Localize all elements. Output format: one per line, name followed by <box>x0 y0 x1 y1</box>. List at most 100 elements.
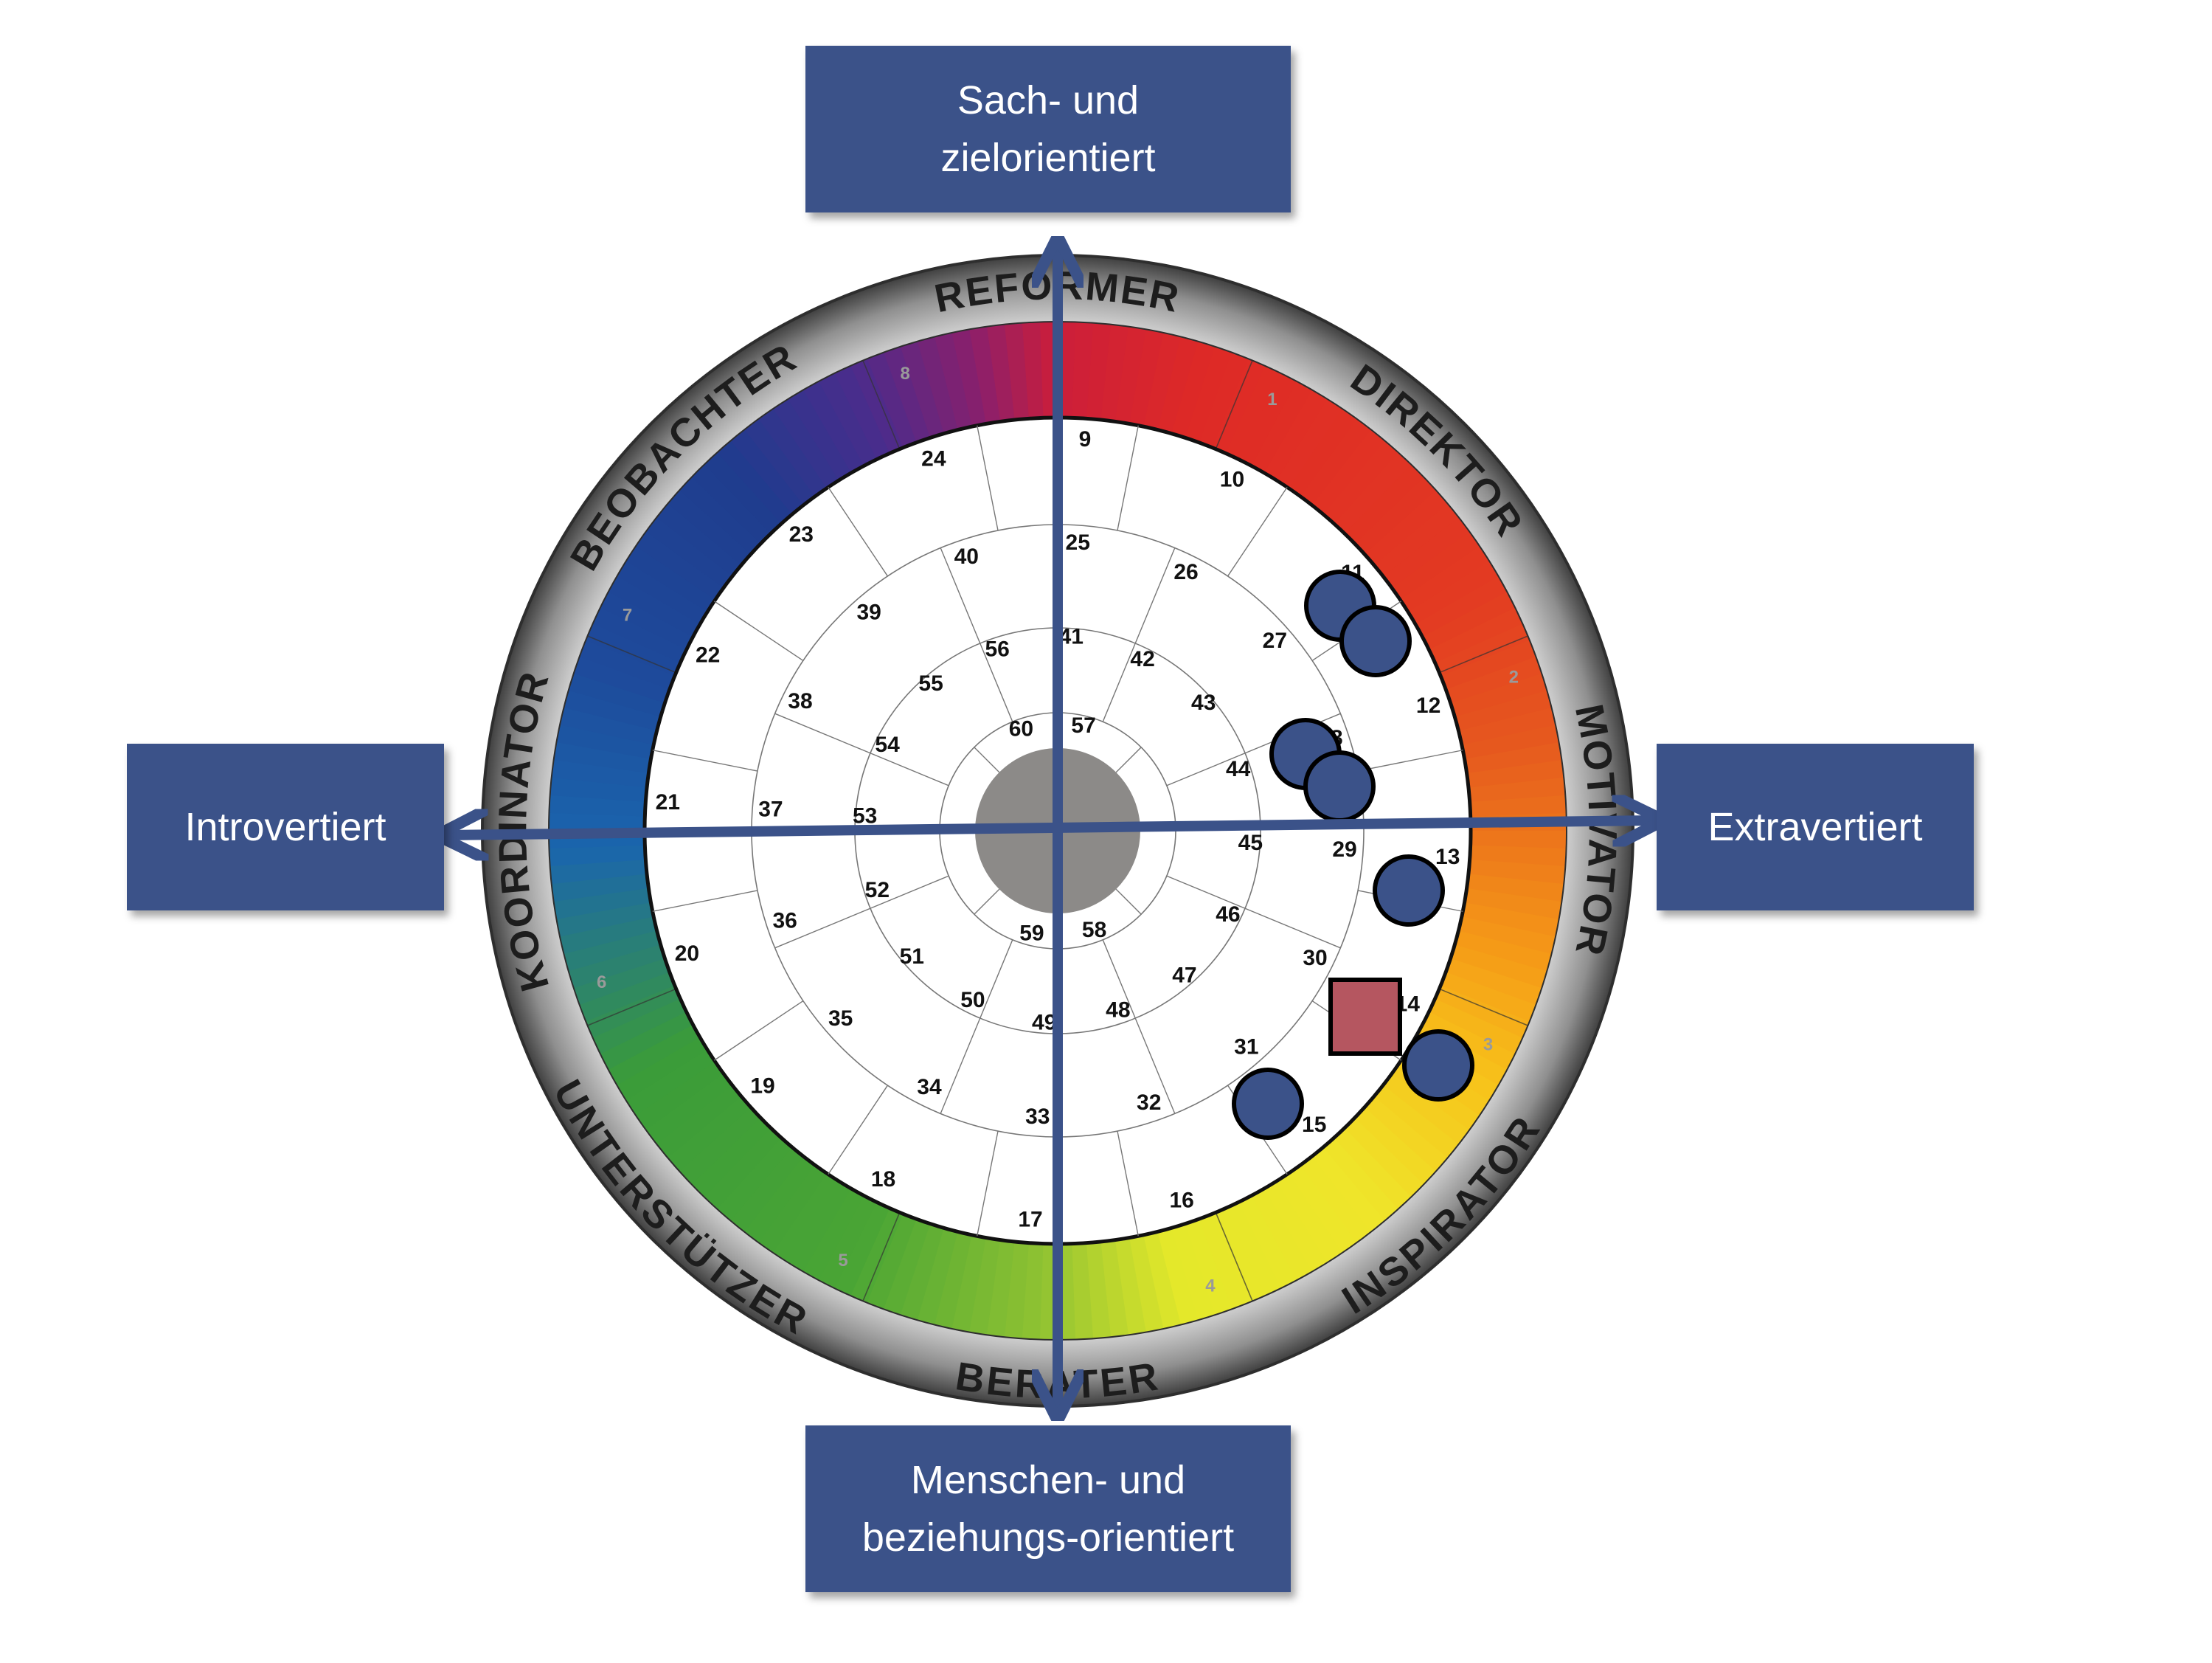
sector-divider <box>1215 360 1253 449</box>
color-ring-segment <box>788 388 854 481</box>
cell-number-ring1: 21 <box>656 790 680 815</box>
color-ring-segment <box>755 1163 827 1254</box>
cell-number-ring3: 43 <box>1191 691 1216 715</box>
color-ring-segment <box>1225 365 1284 461</box>
grid-spoke <box>1357 750 1463 772</box>
grid-spoke <box>828 486 889 577</box>
color-ring-segment <box>1086 322 1114 421</box>
sector-number: 5 <box>838 1251 847 1270</box>
color-ring-segment <box>579 637 676 690</box>
color-ring-segment <box>727 1145 804 1232</box>
result-square-marker <box>1328 978 1402 1056</box>
color-ring-segment <box>1249 1188 1312 1282</box>
cell-number-ring1: 17 <box>1018 1208 1042 1232</box>
color-ring-segment <box>1354 477 1438 557</box>
color-ring-segment <box>586 620 682 677</box>
color-ring-segment <box>1373 503 1461 579</box>
cell-number-ring2: 27 <box>1263 629 1287 653</box>
cell-number-ring2: 36 <box>772 909 797 933</box>
cell-number-ring2: 37 <box>758 798 783 822</box>
color-ring-segment <box>1450 673 1548 720</box>
cell-number-ring2: 32 <box>1137 1090 1161 1115</box>
color-ring-segment <box>1289 408 1360 499</box>
grid-spoke <box>974 747 1000 773</box>
grid-spoke <box>1115 888 1142 915</box>
color-ring-segment <box>917 336 961 434</box>
color-ring-segment <box>1251 381 1316 474</box>
color-ring-segment <box>555 899 654 937</box>
color-ring-segment <box>1212 359 1269 455</box>
color-ring-segment <box>800 1187 864 1281</box>
sector-number: 2 <box>1509 667 1519 687</box>
color-ring-segment <box>592 604 688 663</box>
result-circle-marker <box>1232 1068 1304 1140</box>
color-ring-segment <box>1422 592 1517 653</box>
color-ring-segment <box>1182 1219 1232 1316</box>
color-ring-segment <box>1129 329 1168 428</box>
color-ring-segment <box>578 969 675 1022</box>
cell-number-ring1: 12 <box>1416 694 1440 718</box>
color-ring-segment <box>1457 916 1556 958</box>
cell-number-ring2: 39 <box>856 601 881 625</box>
sector-divider <box>1439 635 1528 674</box>
color-ring-segment <box>969 326 1003 424</box>
color-ring-segment <box>730 427 806 515</box>
grid-spoke <box>652 750 758 772</box>
cell-number-ring1: 20 <box>675 941 699 966</box>
color-ring-segment <box>1143 333 1185 431</box>
color-ring-segment <box>819 371 880 466</box>
color-ring-segment <box>656 500 743 577</box>
grid-spoke <box>1117 1130 1139 1237</box>
sector-number: 3 <box>1483 1034 1493 1054</box>
grid-spoke <box>977 1130 999 1237</box>
color-ring-segment <box>625 543 717 612</box>
color-ring-segment <box>1433 985 1530 1042</box>
left-axis-box: Introvertiert <box>127 744 444 910</box>
cell-number-ring1: 13 <box>1435 845 1460 869</box>
sector-divider <box>862 360 901 449</box>
color-ring-segment <box>1362 1096 1448 1175</box>
color-ring-segment <box>900 340 947 438</box>
cell-number-ring2: 34 <box>917 1075 942 1099</box>
color-ring-segment <box>689 1116 771 1197</box>
color-ring-segment <box>1444 958 1542 1009</box>
color-ring-segment <box>617 558 710 624</box>
result-circle-marker <box>1373 854 1445 927</box>
color-ring-segment <box>1381 1073 1470 1147</box>
color-ring-segment <box>1383 517 1472 591</box>
color-ring-segment <box>1400 546 1491 615</box>
cell-number-ring3: 48 <box>1106 998 1130 1023</box>
color-ring-segment <box>1276 398 1345 490</box>
color-ring-segment <box>1458 708 1556 748</box>
sector-divider <box>1439 988 1528 1026</box>
top-axis-label-line1: Sach- und <box>957 78 1140 122</box>
color-ring-segment <box>615 1034 708 1101</box>
cell-number-ring4: 60 <box>1009 717 1033 741</box>
grid-spoke <box>774 875 949 949</box>
color-ring-segment <box>553 885 651 919</box>
sector-divider <box>862 1212 901 1301</box>
cell-number-ring3: 46 <box>1216 902 1240 927</box>
color-ring-segment <box>717 438 795 524</box>
color-ring-segment <box>983 1239 1015 1338</box>
color-ring-segment <box>1264 390 1331 483</box>
color-ring-segment <box>1126 1234 1164 1333</box>
color-ring-segment <box>1439 972 1536 1025</box>
sector-divider <box>587 635 676 674</box>
cell-number-ring1: 22 <box>696 643 720 667</box>
top-axis-box: Sach- und zielorientiert <box>805 46 1291 212</box>
color-ring-segment <box>1342 1118 1424 1200</box>
cell-number-ring4: 59 <box>1019 922 1044 946</box>
color-ring-segment <box>1322 440 1401 526</box>
color-ring-segment <box>880 1217 930 1315</box>
cell-number-ring2: 31 <box>1234 1034 1258 1059</box>
color-ring-segment <box>553 739 652 774</box>
cell-number-ring2: 33 <box>1025 1104 1050 1129</box>
cell-number-ring2: 38 <box>788 689 812 713</box>
color-ring-segment <box>965 1237 1001 1335</box>
cell-number-ring3: 50 <box>960 988 985 1012</box>
color-ring-segment <box>591 996 687 1054</box>
color-ring-segment <box>1463 888 1562 923</box>
